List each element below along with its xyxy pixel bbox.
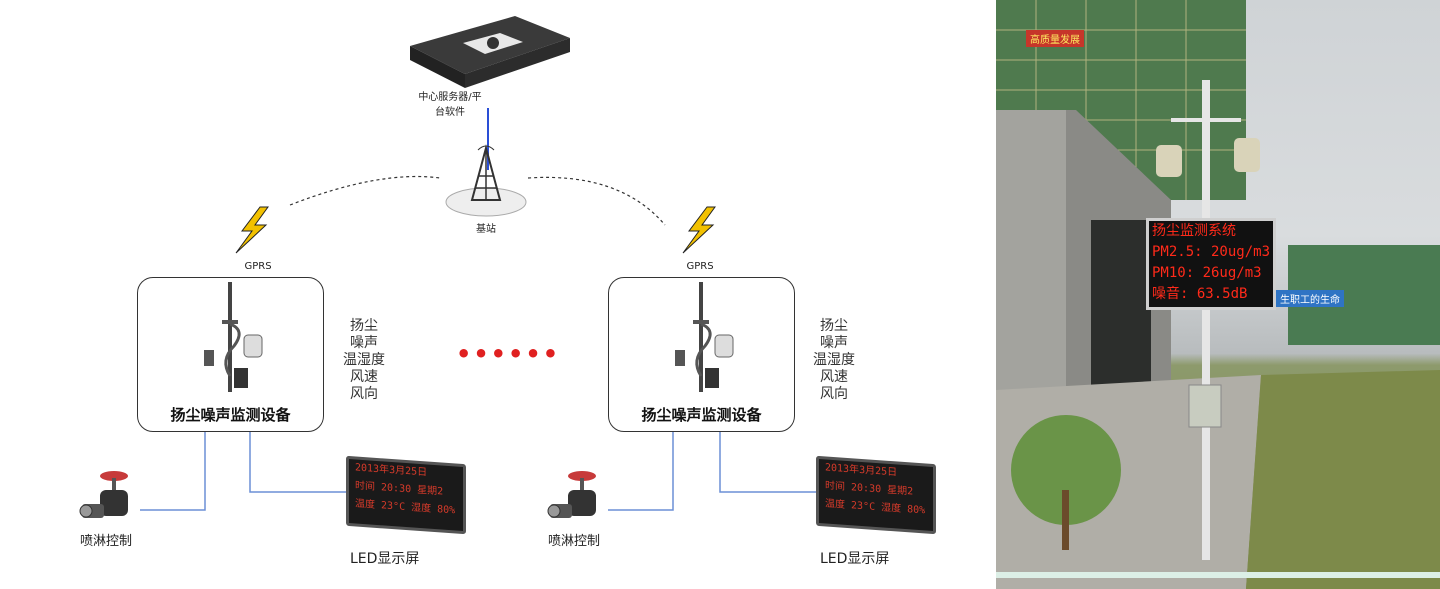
- param-item: 风向: [820, 386, 848, 402]
- led-display-left: 2013年3月25日 时间 20:30 星期2 温度 23°C 湿度 80%: [346, 455, 466, 535]
- param-item: 温湿度: [813, 352, 855, 368]
- params-list-right: 扬尘 噪声 温湿度 风速 风向: [806, 318, 862, 403]
- blue-banner: 生职工的生命: [1276, 290, 1344, 307]
- device-title: 扬尘噪声监测设备: [170, 406, 291, 424]
- param-item: 噪声: [820, 335, 848, 351]
- monitor-pole-icon: [675, 282, 734, 392]
- led-display-right: 2013年3月25日 时间 20:30 星期2 温度 23°C 湿度 80%: [816, 455, 936, 535]
- server-label-line2: 台软件: [435, 107, 465, 118]
- server-label: 中心服务器/平 台软件: [418, 88, 481, 118]
- led-label-right: LED显示屏: [820, 551, 890, 567]
- sign-line: PM10: 26ug/m3: [1152, 265, 1262, 281]
- param-item: 扬尘: [350, 318, 378, 334]
- gprs-label-right: GPRS: [686, 261, 714, 272]
- param-item: 噪声: [350, 335, 378, 351]
- led-sign: 扬尘监测系统 PM2.5: 20ug/m3 PM10: 26ug/m3 噪音: …: [1146, 218, 1276, 310]
- diagram-connections: [140, 108, 820, 511]
- photo-scene: [996, 0, 1440, 589]
- valve-label-left: 喷淋控制: [80, 534, 133, 549]
- valve-icon: [79, 471, 128, 518]
- sign-line: 扬尘监测系统: [1152, 223, 1236, 239]
- lightning-icon: [235, 206, 269, 254]
- sign-line: PM2.5: 20ug/m3: [1152, 244, 1271, 260]
- sign-line: 噪音: 63.5dB: [1152, 286, 1248, 302]
- led-label-left: LED显示屏: [350, 551, 420, 567]
- server-label-line1: 中心服务器/平: [418, 92, 482, 103]
- monitor-pole-icon: [204, 282, 263, 392]
- valve-icon: [547, 471, 596, 518]
- param-item: 扬尘: [820, 318, 848, 334]
- params-list-left: 扬尘 噪声 温湿度 风速 风向: [336, 318, 392, 403]
- param-item: 温湿度: [343, 352, 385, 368]
- valve-label-right: 喷淋控制: [548, 534, 601, 549]
- server-icon: [410, 16, 570, 88]
- param-item: 风向: [350, 386, 378, 402]
- monitoring-device-box-right: 扬尘噪声监测设备: [608, 277, 795, 432]
- monitoring-device-box-left: 扬尘噪声监测设备: [137, 277, 324, 432]
- param-item: 风速: [350, 369, 378, 385]
- device-title: 扬尘噪声监测设备: [641, 406, 762, 424]
- cell-tower-icon: [445, 144, 527, 217]
- red-banner: 高质量发展: [1026, 30, 1084, 47]
- ellipsis: ••••••: [456, 340, 561, 368]
- gprs-label-left: GPRS: [244, 261, 272, 272]
- param-item: 风速: [820, 369, 848, 385]
- base-station-label: 基站: [476, 224, 496, 235]
- lightning-icon: [682, 206, 716, 254]
